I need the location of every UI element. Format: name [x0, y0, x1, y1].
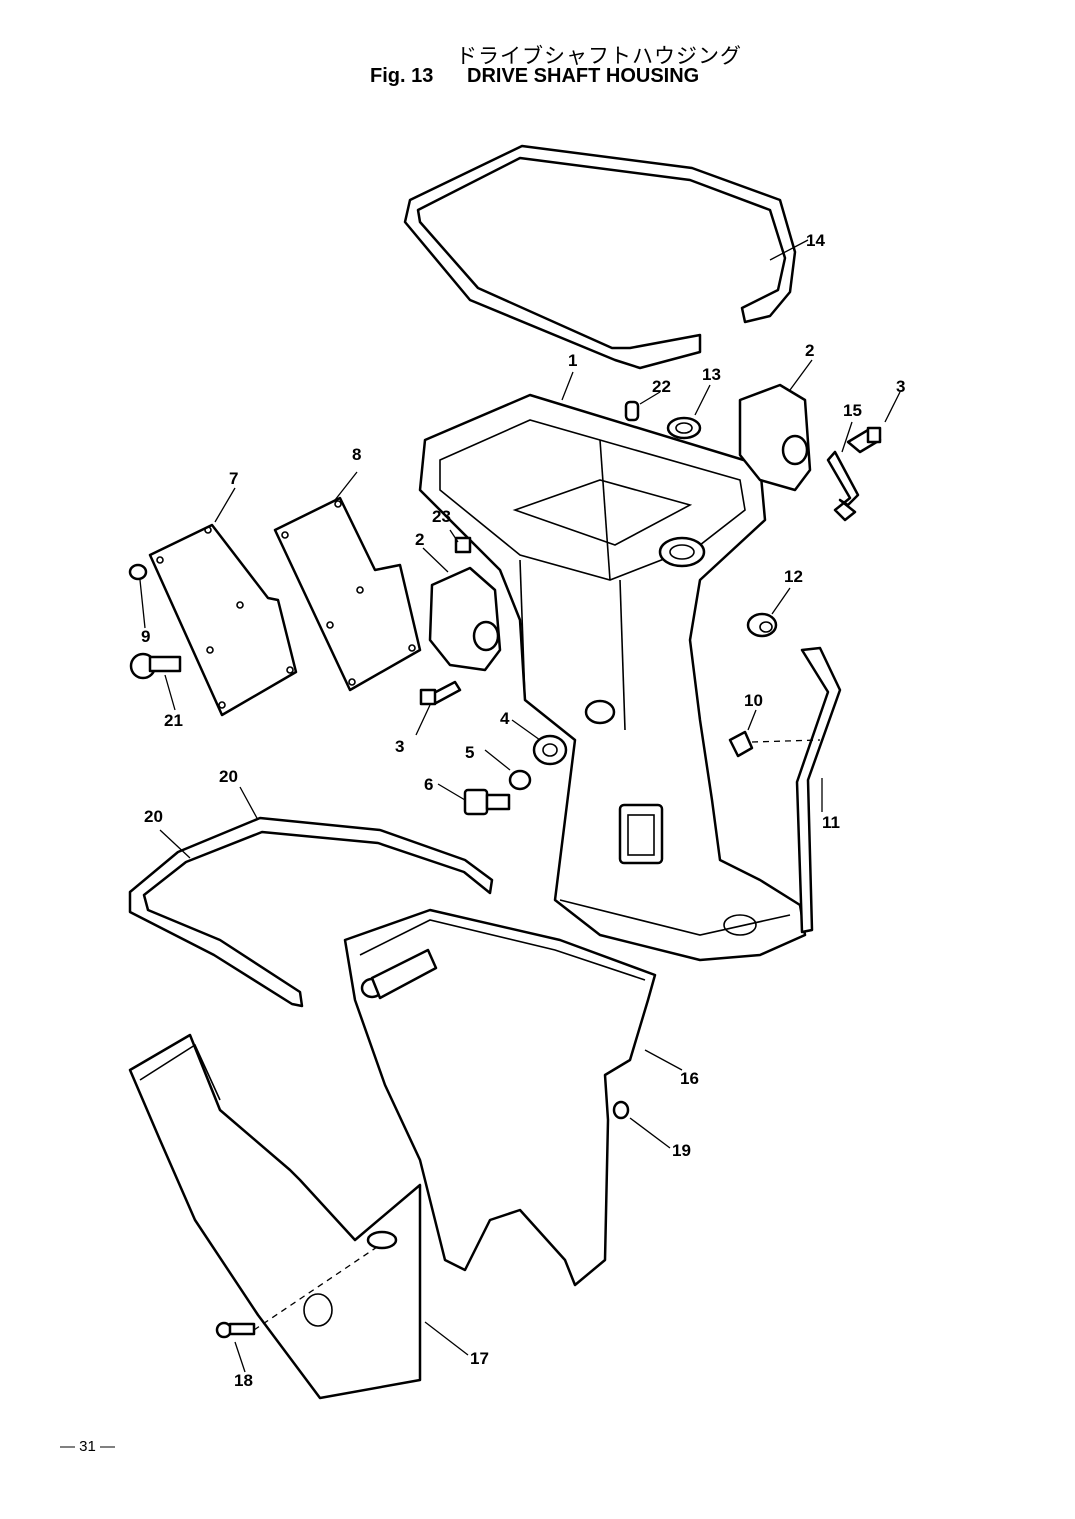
callout-6: 6	[424, 775, 433, 794]
callout-14: 14	[806, 231, 825, 250]
callout-16: 16	[680, 1069, 699, 1088]
part-16-lower-cover-rear	[343, 908, 657, 1287]
callout-7: 7	[229, 469, 238, 488]
part-11-tube	[795, 646, 842, 934]
part-9-screw	[128, 563, 148, 581]
callout-4: 4	[500, 709, 510, 728]
callout-11: 11	[822, 813, 840, 832]
page-number: — 31 —	[60, 1438, 116, 1455]
part-5-washer	[508, 769, 532, 791]
part-3-bolt-left	[419, 680, 462, 706]
part-1-housing	[418, 393, 807, 962]
callout-17: 17	[470, 1349, 489, 1368]
figure-label: Fig. 13	[370, 65, 434, 87]
callout-13: 13	[702, 365, 721, 384]
callout-10: 10	[744, 691, 763, 710]
part-21-bolt	[129, 652, 182, 680]
part-10-clip	[728, 730, 754, 758]
part-4-washer	[532, 734, 568, 766]
part-2-mount-left	[428, 566, 502, 672]
callout-20: 20	[144, 807, 163, 826]
callout-19: 19	[672, 1141, 691, 1160]
part-8-gasket	[273, 496, 422, 692]
title-english: DRIVE SHAFT HOUSING	[467, 65, 700, 87]
callout-21: 21	[164, 711, 183, 730]
callout-2: 2	[805, 341, 814, 360]
callout-23: 23	[432, 507, 451, 526]
callout-3: 3	[395, 737, 404, 756]
part-14-seal	[403, 144, 797, 370]
title-japanese: ドライブシャフトハウジング	[456, 44, 742, 68]
callout-9: 9	[141, 627, 150, 646]
part-2-mount-right	[738, 383, 812, 492]
callout-1: 1	[568, 351, 577, 370]
leader-lines	[139, 239, 901, 1373]
part-18-screw	[215, 1321, 256, 1339]
callout-18: 18	[234, 1371, 253, 1390]
part-15-bracket	[826, 450, 860, 522]
callout-20: 20	[219, 767, 238, 786]
part-12-grommet	[746, 612, 778, 638]
part-3-bolt-right	[846, 426, 882, 454]
part-7-plate	[148, 523, 298, 717]
part-23-screw	[454, 536, 472, 554]
part-20-seal	[128, 816, 494, 1008]
callout-3: 3	[896, 377, 905, 396]
callout-5: 5	[465, 743, 474, 762]
part-17-lower-cover-front	[128, 1033, 422, 1400]
part-22-pin	[624, 400, 640, 422]
part-6-bolt	[463, 788, 511, 816]
callout-15: 15	[843, 401, 862, 420]
part-19-nut	[612, 1100, 630, 1120]
callout-12: 12	[784, 567, 803, 586]
callout-8: 8	[352, 445, 361, 464]
callout-22: 22	[652, 377, 671, 396]
part-13-grommet	[666, 416, 702, 440]
callout-2: 2	[415, 530, 424, 549]
